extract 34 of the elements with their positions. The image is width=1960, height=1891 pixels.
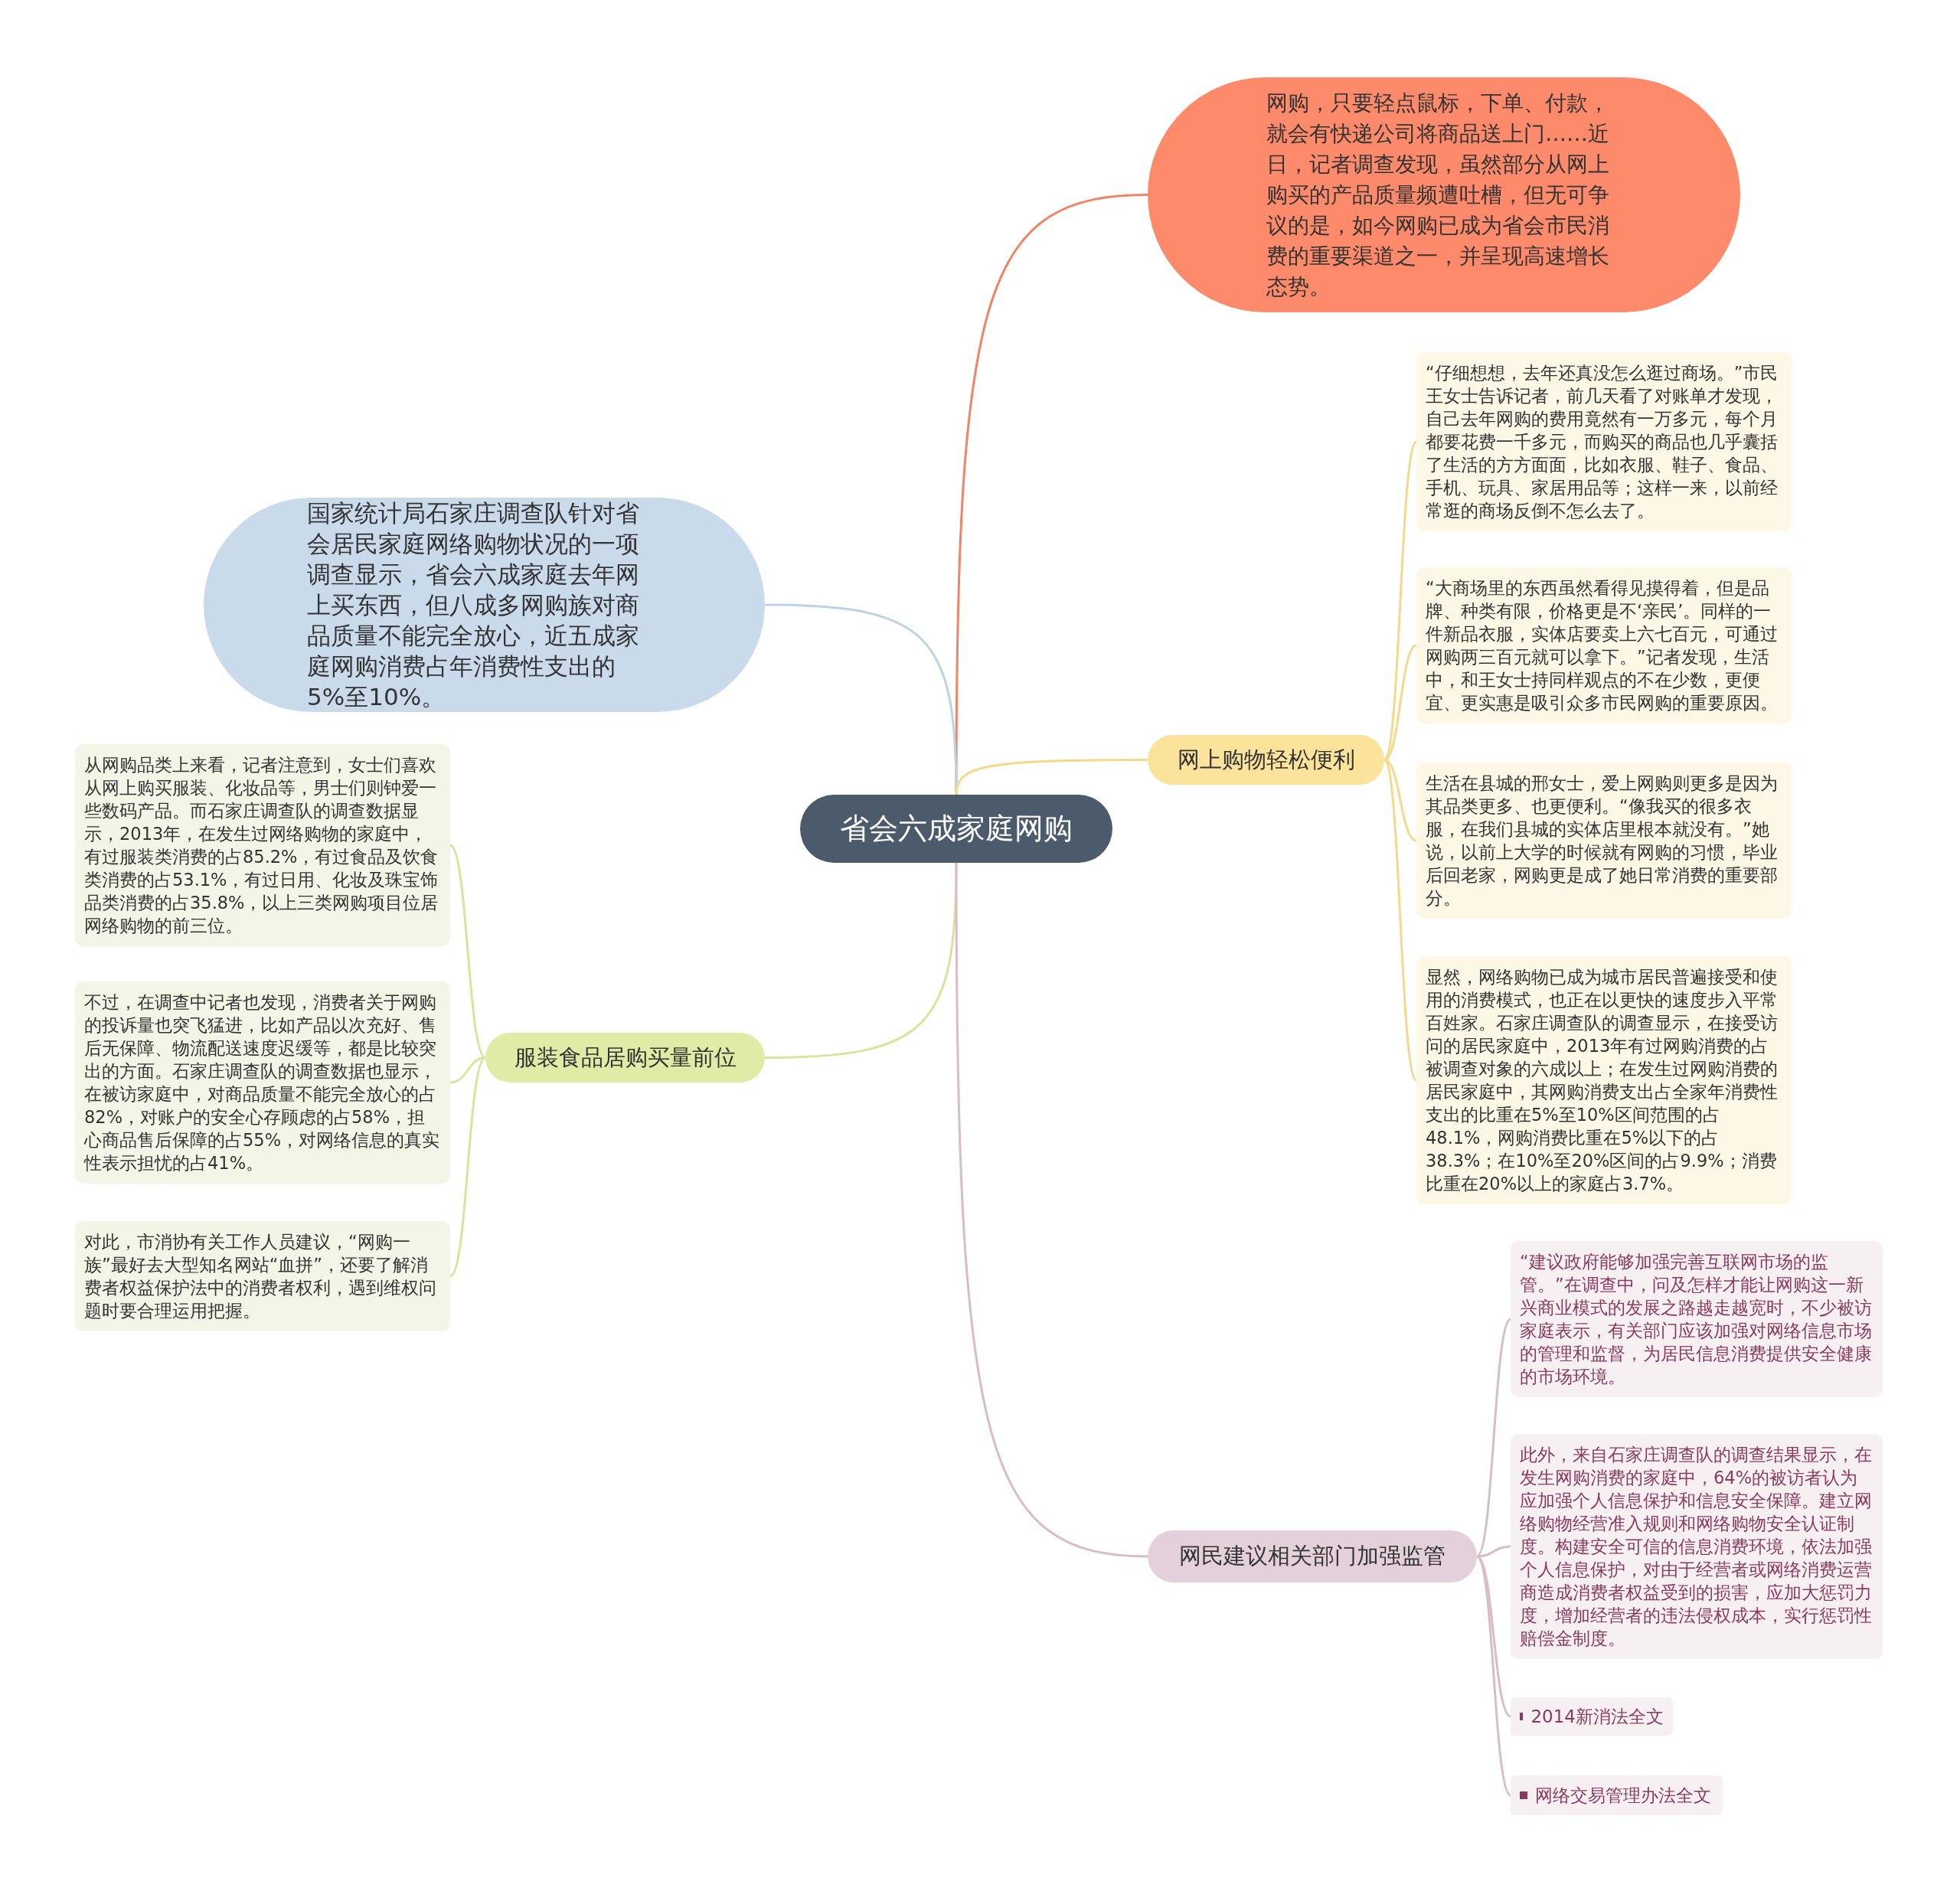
connector-line xyxy=(449,1057,487,1278)
note-card xyxy=(75,1221,450,1331)
topic-text: 网购，只要轻点鼠标，下单、付款，就会有快递公司将商品送上门……近日，记者调查发现，虽然部分从网上购买的产品质量频遭吐槽，但无可争议的是，如今网购已成为省会市民消费的重要渠道之一，并呈现高速增长态势。 xyxy=(1266,89,1610,301)
note-text: 显然，网络购物已成为城市居民普遍接受和使用的消费模式，也正在以更快的速度步入平常百姓家。石家庄调查队的调查显示，在接受访问的居民家庭中，2013年有过网购消费的占被调查对象的六成以上；在发生过网购消费的居民家庭中，其网购消费支出占全家年消费性支出的比重在5%至10%区间范围的占48.1%，网购消费比重在5%以下的占38.3%；在10%至20%区间的占9.9%；消费比重在20%以上的家庭占3.7%。 xyxy=(1426,966,1779,1195)
note-card xyxy=(1416,352,1792,531)
note-text: 此外，来自石家庄调查队的调查结果显示，在发生网购消费的家庭中，64%的被访者认为应加强个人信息保护和信息安全保障。建立网络购物经营准入规则和网络购物安全认证制度。构建安全可信的信息消费环境，依法加强个人信息保护，对由于经营者或网络消费运营商造成消费者权益受到的损害，应加大惩罚力度，增加经营者的违法侵权成本，实行惩罚性赔偿金制度。 xyxy=(1520,1444,1873,1650)
connector-line xyxy=(764,862,958,1059)
note-text: 生活在县城的邢女士，爱上网购则更多是因为其品类更多、也更便利。“像我买的很多衣服，在我们县城的实体店里根本就没有。”她说，以前上大学的时候就有网购的习惯，毕业后回老家，网购更是成了她日常消费的重要部分。 xyxy=(1426,772,1779,910)
connector-line xyxy=(449,844,487,1059)
link-card xyxy=(1511,1775,1723,1815)
note-text: “大商场里的东西虽然看得见摸得着，但是品牌、种类有限，价格更是不‘亲民’。同样的一件新品衣服，实体店要卖上六七百元，可通过网购两三百元就可以拿下。”记者发现，生活中，和王女士持同样观点的不在少数，更便宜、更实惠是吸引众多市民网购的重要原因。 xyxy=(1426,577,1779,714)
note-card xyxy=(1416,567,1792,723)
connector-line xyxy=(1476,1555,1511,1718)
note-text: 从网购品类上来看，记者注意到，女士们喜欢从网上购买服装、化妆品等，男士们则钟爱一些数码产品。而石家庄调查队的调查数据显示，2013年，在发生过网络购物的家庭中，有过服装类消费的占85.2%，有过食品及饮食类消费的占53.1%，有过日用、化妆及珠宝饰品类消费的占35.8%，以上三类网购项目位居网络购物的前三位。 xyxy=(84,754,439,937)
connector-line xyxy=(1475,1556,1512,1796)
topic-text: 国家统计局石家庄调查队针对省会居民家庭网络购物状况的一项调查显示，省会六成家庭去年网上买东西，但八成多网购族对商品质量不能完全放心，近五成家庭网购消费占年消费性支出的5%至10%。 xyxy=(307,498,640,712)
connector-line xyxy=(1383,441,1418,761)
topic-text: 服装食品居购买量前位 xyxy=(514,1043,737,1072)
note-text: “仔细想想，去年还真没怎么逛过商场。”市民王女士告诉记者，前几天看了对账单才发现，自己去年网购的费用竟然有一万多元，每个月都要花费一千多元，而购买的商品也几乎囊括了生活的方方面面，比如衣服、鞋子、食品、手机、玩具、家居用品等；这样一来，以前经常逛的商场反倒不怎么去了。 xyxy=(1426,362,1779,522)
connector-line xyxy=(955,759,1148,795)
topic-text: 网上购物轻松便利 xyxy=(1177,745,1355,774)
topic-text: 省会六成家庭网购 xyxy=(840,811,1073,847)
link-text: 网络交易管理办法全文 xyxy=(1535,1784,1711,1807)
note-text: 对此，市消协有关工作人员建议，“网购一族”最好去大型知名网站“血拼”，还要了解消费者权益保护法中的消费者权利，遇到维权问题时要合理运用把握。 xyxy=(84,1231,437,1322)
connector-line xyxy=(955,863,1148,1558)
link-text: 2014新消法全文 xyxy=(1530,1705,1664,1728)
note-text: 不过，在调查中记者也发现，消费者关于网购的投诉量也突飞猛进，比如产品以次充好、售后无保障、物流配送速度迟缓等，都是比较突出的方面。石家庄调查队的调查数据也显示，在被访家庭中，对商品质量不能完全放心的占82%，对账户的安全心存顾虑的占58%，担心商品售后保障的占55%，对网络信息的真实性表示担忧的占41%。 xyxy=(84,991,440,1174)
topic-text: 网民建议相关部门加强监管 xyxy=(1179,1542,1446,1570)
connector-line xyxy=(1383,759,1418,1081)
note-card xyxy=(1511,1241,1883,1397)
link-card xyxy=(1511,1697,1673,1736)
connector-line xyxy=(764,603,958,795)
note-text: “建议政府能够加强完善互联网市场的监管。”在调查中，问及怎样才能让网购这一新兴商业模式的发展之路越走越宽时，不少被访家庭表示，有关部门应该加强对网络信息市场的管理和监督，为居民信息消费提供安全健康的市场环境。 xyxy=(1520,1251,1873,1388)
note-card xyxy=(1416,763,1792,919)
